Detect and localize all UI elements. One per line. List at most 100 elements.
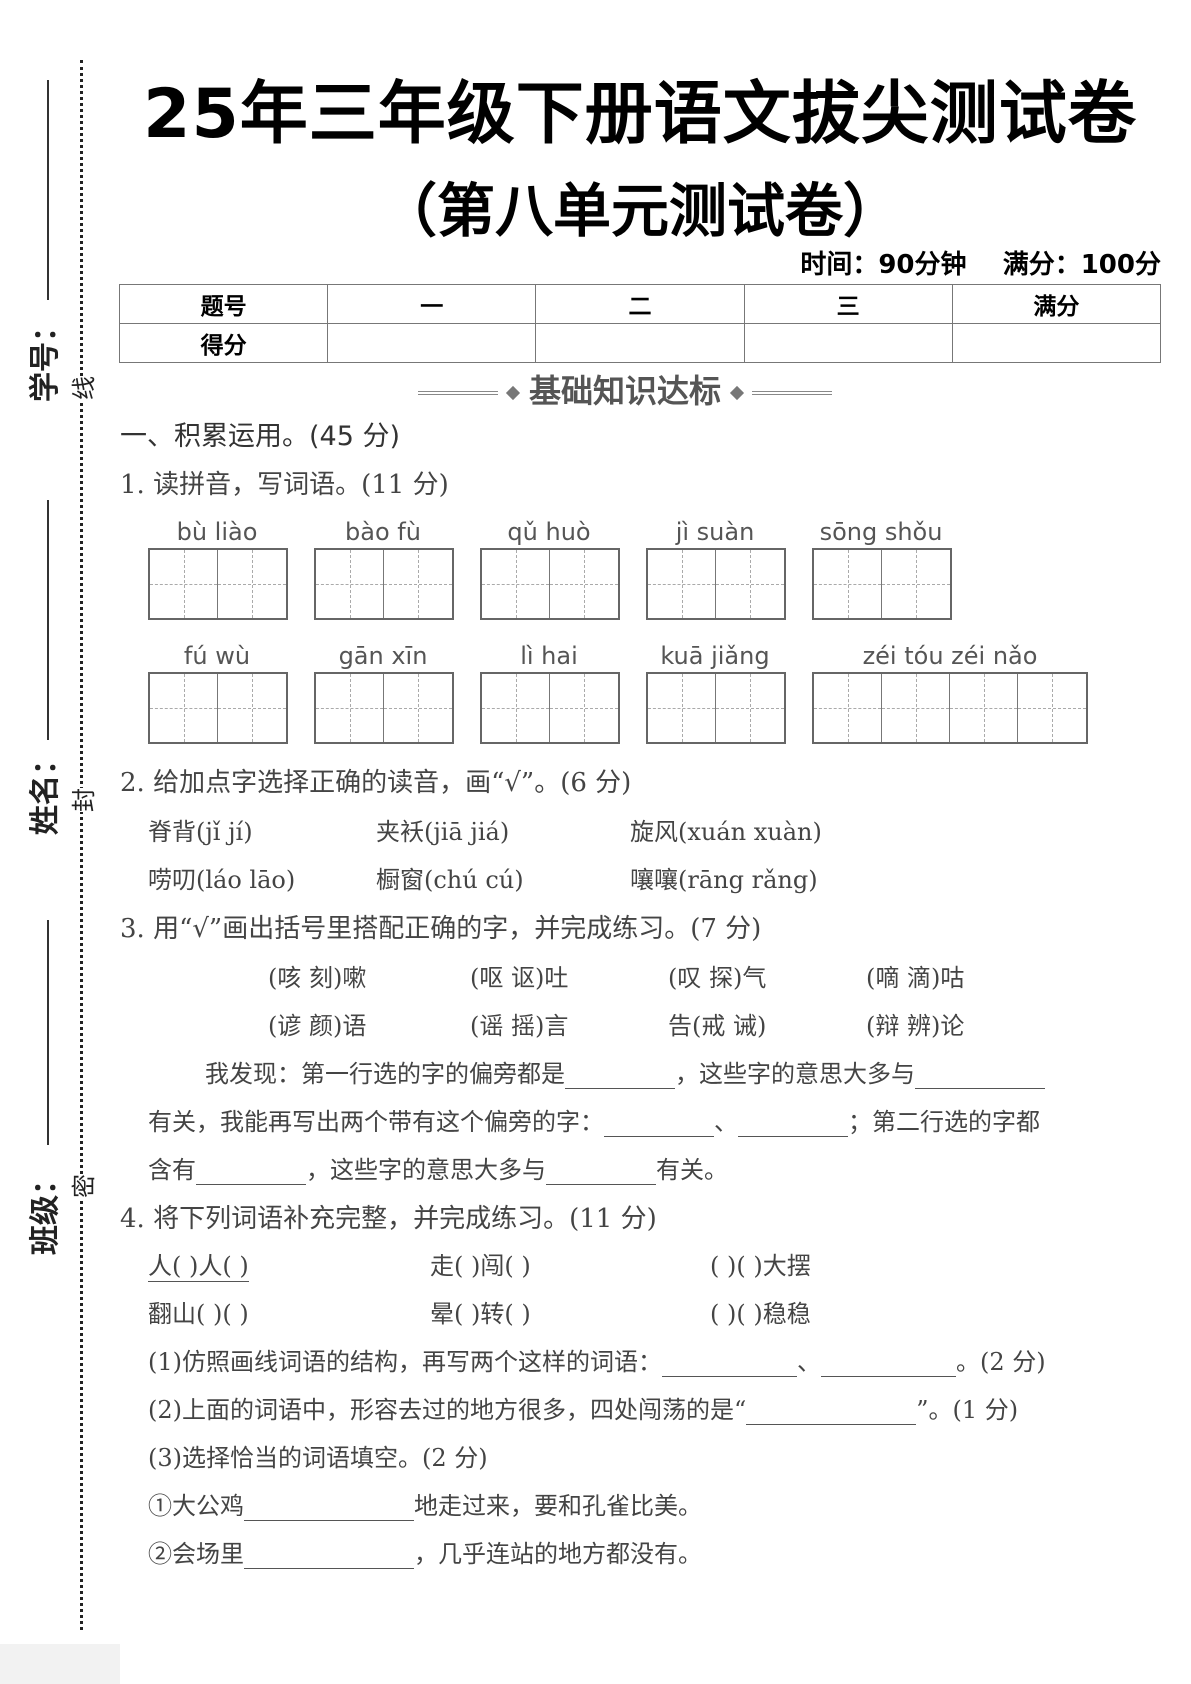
banner-rule-right: [752, 391, 833, 395]
pinyin-label: zéi tóu zéi nǎo: [862, 642, 1038, 670]
writing-grid[interactable]: [480, 672, 620, 744]
question-4-title: 4. 将下列词语补充完整，并完成练习。(11 分): [120, 1204, 657, 1234]
q3-option[interactable]: (呕 讴)吐: [470, 964, 569, 992]
cut-line: [80, 60, 83, 1630]
section-banner: 基础知识达标: [390, 366, 860, 412]
writing-grid[interactable]: [314, 672, 454, 744]
pinyin-label: jì suàn: [675, 518, 755, 546]
sentence-text: ①大公鸡: [148, 1492, 244, 1520]
page-title: 25年三年级下册语文拔尖测试卷: [143, 75, 1137, 154]
writing-grid[interactable]: [314, 548, 454, 620]
q2-option[interactable]: 脊背(jǐ jí): [148, 818, 253, 846]
score-input-cell[interactable]: [535, 323, 745, 363]
sentence-text: 、: [797, 1348, 821, 1376]
answer-blank[interactable]: [546, 1158, 656, 1185]
q3-option[interactable]: (咳 刻)嗽: [268, 964, 367, 992]
score-table-header-row: 题号 一 二 三 满分: [118, 284, 1162, 324]
score-table-cell: 二: [535, 284, 745, 324]
answer-blank[interactable]: [244, 1494, 414, 1521]
q3-option[interactable]: (叹 探)气: [668, 964, 767, 992]
score-table-score-row: 得分: [118, 323, 1162, 363]
sentence-text: ”。(1 分): [916, 1396, 1019, 1424]
q2-option[interactable]: 橱窗(chú cú): [376, 866, 524, 894]
sentence-text: 。(2 分): [956, 1348, 1046, 1376]
answer-blank[interactable]: [604, 1110, 714, 1137]
score-table-cell: 题号: [118, 284, 329, 324]
pinyin-label: kuā jiǎng: [660, 642, 770, 670]
sentence-text: ②会场里: [148, 1540, 244, 1568]
xian-mark: 线: [64, 376, 99, 400]
student-no-label: 学号：: [28, 312, 63, 402]
sentence-text: 地走过来，要和孔雀比美。: [414, 1492, 702, 1520]
question-2-title: 2. 给加点字选择正确的读音，画“√”。(6 分): [120, 768, 632, 798]
pinyin-label: bù liào: [176, 518, 258, 546]
q3-option[interactable]: 告(戒 诫): [668, 1012, 767, 1040]
pinyin-label: fú wù: [183, 642, 251, 670]
q4-underlined-phrase[interactable]: 人( )人( ): [148, 1246, 249, 1282]
q4-phrase[interactable]: 走( )闯( ): [430, 1252, 531, 1280]
score-table-cell: 三: [743, 284, 953, 324]
class-label: 班级：: [28, 1165, 63, 1255]
q4-part-1: (1)仿照画线词语的结构，再写两个这样的词语：、。(2 分): [148, 1342, 1046, 1377]
sentence-text: 有关，我能再写出两个带有这个偏旁的字：: [148, 1108, 604, 1136]
mi-mark: 密: [64, 1174, 99, 1198]
time-limit: 时间：90分钟: [800, 250, 967, 280]
writing-grid[interactable]: [480, 548, 620, 620]
answer-blank[interactable]: [565, 1062, 675, 1089]
score-table: 题号 一 二 三 满分 得分: [118, 284, 1162, 363]
q3-option[interactable]: (谣 摇)言: [470, 1012, 569, 1040]
answer-blank[interactable]: [662, 1350, 797, 1377]
q4-part-2: (2)上面的词语中，形容去过的地方很多，四处闯荡的是“ ”。(1 分): [148, 1390, 1018, 1425]
page-corner-shade: [0, 1644, 120, 1684]
score-table-cell: 满分: [951, 284, 1162, 324]
q2-option[interactable]: 嚷嚷(rāng rǎng): [630, 866, 818, 894]
question-1-title: 1. 读拼音，写词语。(11 分): [120, 470, 449, 500]
q2-option[interactable]: 旋风(xuán xuàn): [630, 818, 822, 846]
q2-option[interactable]: 夹袄(jiā jiá): [376, 818, 510, 846]
answer-blank[interactable]: [821, 1350, 956, 1377]
q4-phrase[interactable]: 翻山( )( ): [148, 1300, 249, 1328]
pinyin-label: sōng shǒu: [819, 518, 943, 546]
q4-phrase[interactable]: ( )( )大摆: [710, 1252, 811, 1280]
q3-option[interactable]: (辩 辨)论: [866, 1012, 965, 1040]
class-line[interactable]: [47, 920, 49, 1145]
answer-blank[interactable]: [746, 1398, 917, 1425]
sentence-text: ；第二行选的字都: [848, 1108, 1040, 1136]
q4-part-3-item-1: ①大公鸡 地走过来，要和孔雀比美。: [148, 1486, 702, 1521]
sentence-text: ，这些字的意思大多与: [306, 1156, 546, 1184]
pinyin-label: qǔ huò: [507, 518, 591, 546]
writing-grid[interactable]: [646, 672, 786, 744]
student-no-line[interactable]: [47, 80, 49, 300]
q4-part-3-item-2: ②会场里，几乎连站的地方都没有。: [148, 1534, 702, 1569]
part-one-heading: 一、积累运用。(45 分): [120, 421, 401, 452]
answer-blank[interactable]: [738, 1110, 848, 1137]
writing-grid[interactable]: [812, 548, 952, 620]
sentence-text: (2)上面的词语中，形容去过的地方很多，四处闯荡的是“: [148, 1396, 747, 1424]
answer-blank[interactable]: [244, 1542, 414, 1569]
question-3-title: 3. 用“√”画出括号里搭配正确的字，并完成练习。(7 分): [120, 914, 762, 944]
sentence-text: 含有: [148, 1156, 196, 1184]
score-input-cell[interactable]: [951, 323, 1162, 363]
feng-mark: 封: [64, 788, 99, 812]
q3-sentence-3: 含有，这些字的意思大多与有关。: [148, 1150, 728, 1185]
sentence-text: 我发现：第一行选的字的偏旁都是: [205, 1060, 565, 1088]
answer-blank[interactable]: [915, 1062, 1045, 1089]
name-line[interactable]: [47, 500, 49, 740]
writing-grid[interactable]: [812, 672, 1088, 744]
writing-grid[interactable]: [148, 548, 288, 620]
pinyin-label: gān xīn: [338, 642, 428, 670]
writing-grid[interactable]: [646, 548, 786, 620]
score-table-cell: 一: [327, 284, 537, 324]
score-input-cell[interactable]: [327, 323, 537, 363]
answer-blank[interactable]: [196, 1158, 306, 1185]
q4-phrase[interactable]: ( )( )稳稳: [710, 1300, 811, 1328]
writing-grid[interactable]: [148, 672, 288, 744]
q4-part-3: (3)选择恰当的词语填空。(2 分): [148, 1444, 488, 1472]
q2-option[interactable]: 唠叨(láo lāo): [148, 866, 296, 894]
sentence-text: 、: [714, 1108, 738, 1136]
q3-option[interactable]: (谚 颜)语: [268, 1012, 367, 1040]
q3-option[interactable]: (嘀 滴)咕: [866, 964, 965, 992]
q4-phrase[interactable]: 晕( )转( ): [430, 1300, 531, 1328]
q3-sentence-2: 有关，我能再写出两个带有这个偏旁的字： 、 ；第二行选的字都: [148, 1102, 1040, 1137]
score-input-cell[interactable]: [743, 323, 953, 363]
